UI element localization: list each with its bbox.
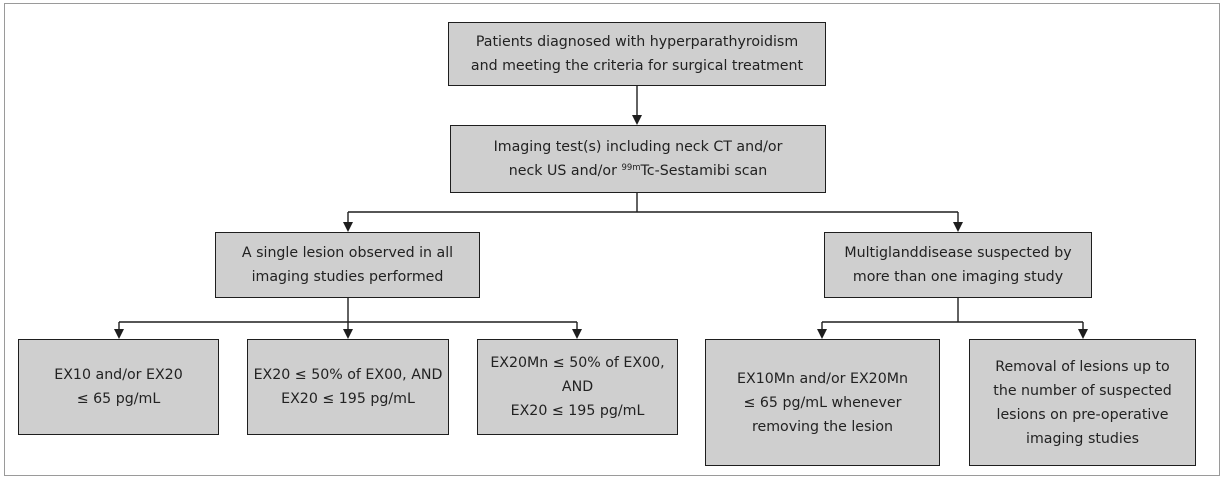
criterion-box-1: EX10 and/or EX20 ≤ 65 pg/mL <box>18 339 219 435</box>
imaging-line-2: neck US and/or 99mTc-Sestamibi scan <box>509 159 767 183</box>
criterion-box-2: EX20 ≤ 50% of EX00, AND EX20 ≤ 195 pg/mL <box>247 339 449 435</box>
imaging-line-1: Imaging test(s) including neck CT and/or <box>493 139 783 155</box>
criterion-2-line-2: EX20 ≤ 195 pg/mL <box>281 391 415 407</box>
multigland-line-2: more than one imaging study <box>852 269 1064 285</box>
criterion-5-line-2: the number of suspected <box>993 382 1172 399</box>
criterion-5-line-3: lesions on pre-operative <box>996 406 1169 423</box>
criterion-5-line-4: imaging studies <box>1026 430 1139 447</box>
isotope-superscript: 99m <box>621 163 641 173</box>
single-lesion-line-1: A single lesion observed in all <box>241 245 454 261</box>
imaging-line-2-post: Tc-Sestamibi scan <box>640 163 768 179</box>
diagram-frame <box>4 3 1220 476</box>
criterion-box-5: Removal of lesions up to the number of s… <box>969 339 1196 466</box>
single-lesion-line-2: imaging studies performed <box>251 269 444 285</box>
criterion-3-line-3: EX20 ≤ 195 pg/mL <box>510 403 645 419</box>
criterion-5-line-1: Removal of lesions up to <box>995 358 1170 375</box>
single-lesion-box: A single lesion observed in all imaging … <box>215 232 480 298</box>
criterion-3-line-1: EX20Mn ≤ 50% of EX00, <box>490 355 665 371</box>
criteria-line-2: and meeting the criteria for surgical tr… <box>470 58 804 74</box>
criterion-4-line-1: EX10Mn and/or EX20Mn <box>737 370 908 387</box>
criteria-line-1: Patients diagnosed with hyperparathyroid… <box>475 34 799 50</box>
criterion-4-line-2: ≤ 65 pg/mL whenever <box>743 394 902 411</box>
multigland-line-1: Multiglanddisease suspected by <box>844 245 1072 261</box>
criterion-1-line-2: ≤ 65 pg/mL <box>76 391 161 407</box>
criterion-2-line-1: EX20 ≤ 50% of EX00, AND <box>253 367 443 383</box>
imaging-line-2-pre: neck US and/or <box>508 163 622 179</box>
criterion-3-line-2: AND <box>561 379 594 395</box>
multigland-box: Multiglanddisease suspected by more than… <box>824 232 1092 298</box>
criterion-1-line-1: EX10 and/or EX20 <box>54 367 183 383</box>
criterion-box-4: EX10Mn and/or EX20Mn ≤ 65 pg/mL whenever… <box>705 339 940 466</box>
criteria-box: Patients diagnosed with hyperparathyroid… <box>448 22 826 86</box>
criterion-box-3: EX20Mn ≤ 50% of EX00, AND EX20 ≤ 195 pg/… <box>477 339 678 435</box>
criterion-4-line-3: removing the lesion <box>751 418 894 435</box>
imaging-box: Imaging test(s) including neck CT and/or… <box>450 125 826 193</box>
